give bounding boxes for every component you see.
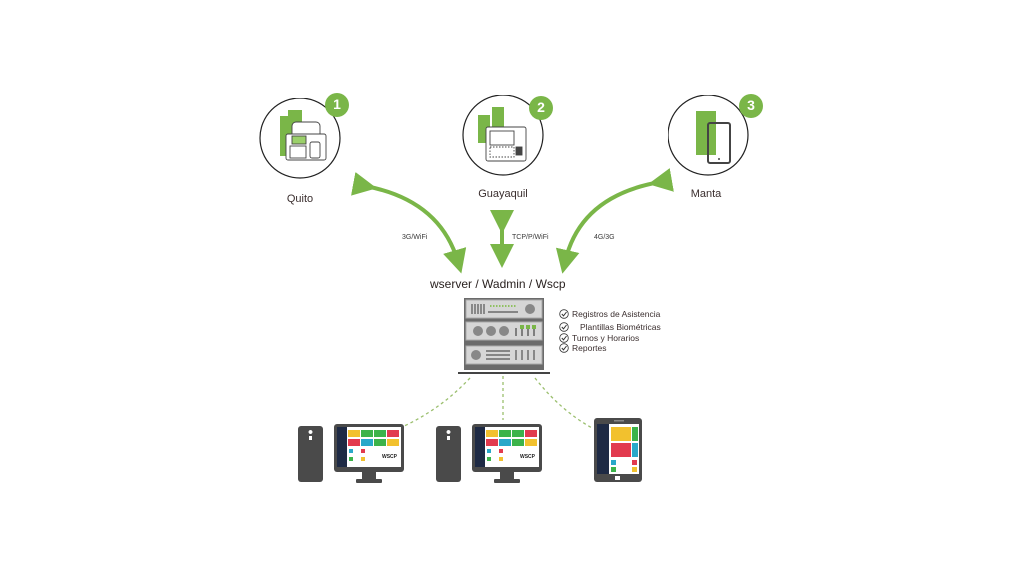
server-title: wserver / Wadmin / Wscp (430, 277, 566, 291)
feature-label: Registros de Asistencia (572, 309, 661, 319)
access-control-terminal-icon (485, 126, 527, 162)
feature-list: Registros de Asistencia Plantillas Biomé… (559, 309, 661, 353)
feature-label: Reportes (572, 343, 607, 353)
feature-item: Plantillas Biométricas (559, 322, 661, 332)
check-circle-icon (559, 322, 569, 332)
feature-label: Turnos y Horarios (572, 333, 640, 343)
link-label-manta: 4G/3G (594, 234, 615, 241)
feature-label: Plantillas Biométricas (580, 322, 661, 332)
location-number: 1 (333, 96, 341, 112)
location-badge: 3 (738, 93, 764, 119)
client-desktop-2: WSCP (436, 424, 546, 486)
location-quito: 1 (258, 93, 358, 180)
server-rack-icon (458, 298, 550, 374)
building-icon (696, 111, 716, 155)
link-arrow-quito (350, 171, 467, 274)
location-badge: 2 (528, 95, 554, 121)
location-guayaquil: 2 (460, 95, 560, 177)
desktop-computer-icon (436, 424, 542, 483)
location-circle (668, 95, 749, 176)
dashed-link-right (534, 377, 593, 429)
location-manta: 3 (668, 93, 768, 177)
link-arrow-manta (555, 168, 674, 274)
desktop-computer-icon (298, 424, 404, 483)
fingerprint-terminal-icon (285, 121, 327, 161)
location-number: 2 (537, 99, 545, 115)
city-label-quito: Quito (286, 193, 314, 205)
location-circle (462, 95, 544, 176)
location-badge: 1 (324, 92, 350, 118)
city-label-guayaquil: Guayaquil (478, 188, 528, 200)
check-circle-icon (559, 333, 569, 343)
location-number: 3 (747, 97, 755, 113)
feature-item: Registros de Asistencia (559, 309, 661, 319)
client-desktop-1: WSCP (298, 424, 408, 486)
link-label-guayaquil: TCP/P/WiFi (512, 234, 549, 241)
location-circle (259, 98, 341, 179)
smartphone-icon (707, 122, 731, 164)
city-label-manta: Manta (690, 188, 722, 200)
check-circle-icon (559, 343, 569, 353)
check-circle-icon (559, 309, 569, 319)
link-label-quito: 3G/WiFi (402, 234, 428, 241)
feature-item: Reportes (559, 343, 661, 353)
brand-logo: WSCP (382, 454, 397, 460)
brand-logo: WSCP (520, 454, 535, 460)
feature-item: Turnos y Horarios (559, 333, 661, 343)
dashed-link-left (399, 377, 471, 429)
tablet-icon (594, 418, 642, 482)
